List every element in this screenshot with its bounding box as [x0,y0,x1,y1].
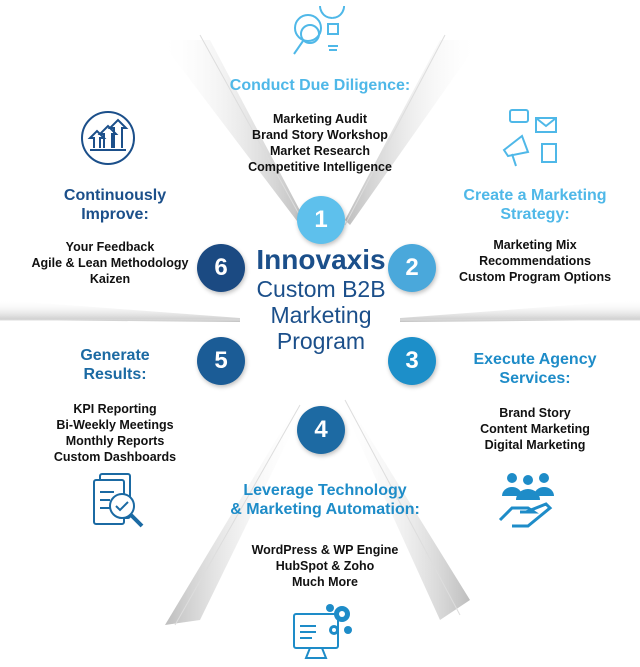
step-1-number: 1 [297,196,345,244]
step-2-item: Recommendations [479,254,591,268]
gear-magnifier-lightbulb-icon [293,6,345,55]
step-2-item: Custom Program Options [458,270,612,284]
step-4-number: 4 [297,406,345,454]
step-2-number: 2 [388,244,436,292]
step-4-items: WordPress & WP Engine HubSpot & Zoho Muc… [220,542,430,590]
megaphone-social-icon [502,109,557,167]
step-4-title-line: Leverage Technology [243,482,407,499]
step-1-item: Marketing Audit [273,112,367,126]
step-4-title-line: & Marketing Automation: [230,501,420,518]
step-5-item: KPI Reporting [73,402,157,416]
step-5-item: Bi-Weekly Meetings [56,418,174,432]
cycle-growth-arrows-icon [81,111,135,165]
step-1-item: Competitive Intelligence [248,160,392,174]
step-1-item: Market Research [269,144,371,158]
step-6-number: 6 [197,244,245,292]
step-6-item: Kaizen [89,272,131,286]
monitor-gears-icon [293,604,352,659]
step-5-item: Monthly Reports [65,434,165,448]
step-3-number: 3 [388,337,436,385]
step-1-title: Conduct Due Diligence: [229,77,411,94]
center-line: Program [276,328,366,354]
step-6-title-line: Improve: [81,206,149,223]
center-line: Marketing [270,302,372,328]
step-3-title: Execute Agency Services: [440,350,630,388]
step-6-title: Continuously Improve: [40,186,190,224]
step-1-item: Brand Story Workshop [252,128,388,142]
step-5-number: 5 [197,337,245,385]
step-4-title: Leverage Technology & Marketing Automati… [220,481,430,519]
step-3-title-line: Execute Agency [473,351,597,368]
step-6-item: Agile & Lean Methodology [31,256,189,270]
center-title: Innovaxis Custom B2B Marketing Program [236,244,406,354]
step-1-items: Marketing Audit Brand Story Workshop Mar… [200,111,440,175]
brand-name: Innovaxis [256,244,386,275]
step-5-title-line: Results: [83,366,147,383]
step-2-title: Create a Marketing Strategy: [440,186,630,224]
step-2-title-line: Create a Marketing [463,187,607,204]
step-3-title-line: Services: [499,370,571,387]
step-4-item: WordPress & WP Engine [251,543,399,557]
step-3-item: Brand Story [499,406,571,420]
step-2-item: Marketing Mix [493,238,577,252]
report-magnifier-check-icon [93,473,144,528]
step-4-item: Much More [292,575,358,589]
step-6-items: Your Feedback Agile & Lean Methodology K… [15,239,205,287]
step-5-item: Custom Dashboards [53,450,177,464]
step-5-title: Generate Results: [40,346,190,384]
step-5-items: KPI Reporting Bi-Weekly Meetings Monthly… [30,401,200,465]
center-line: Custom B2B [256,276,386,302]
step-3-item: Content Marketing [480,422,590,436]
step-2-title-line: Strategy: [500,206,570,223]
step-3-item: Digital Marketing [484,438,586,452]
hand-holding-people-icon [498,473,554,528]
step-2-items: Marketing Mix Recommendations Custom Pro… [440,237,630,285]
step-4-item: HubSpot & Zoho [275,559,375,573]
step-6-item: Your Feedback [65,240,155,254]
step-5-title-line: Generate [80,347,150,364]
step-6-title-line: Continuously [63,187,167,204]
step-3-items: Brand Story Content Marketing Digital Ma… [440,405,630,453]
